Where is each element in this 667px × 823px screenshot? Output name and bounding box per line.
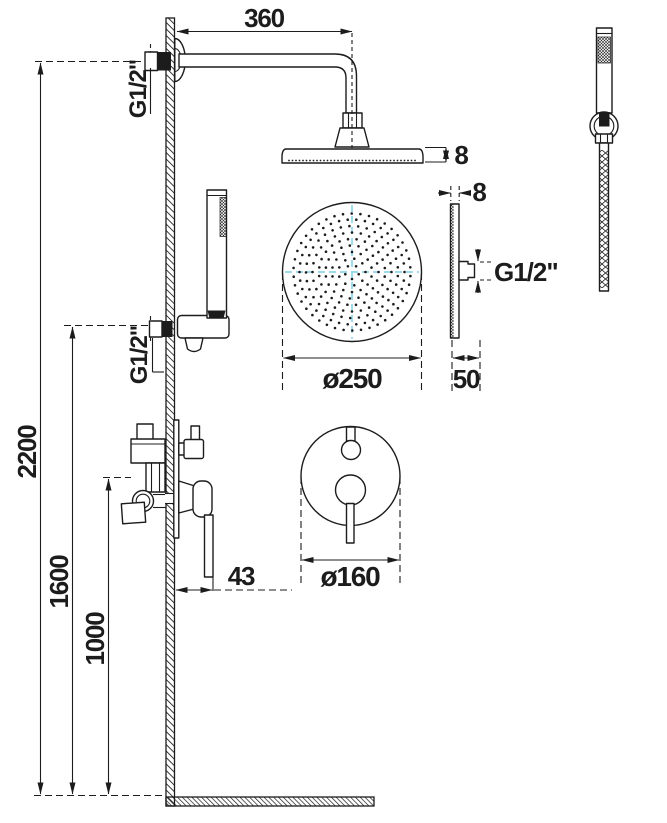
dim-label-1000: 1000 xyxy=(80,612,110,666)
nozzle-dots xyxy=(292,212,412,332)
trim-backplate-edge xyxy=(173,419,180,539)
g12-mid-text: G1/2" xyxy=(126,326,153,384)
lever-hub-face xyxy=(334,474,367,506)
dimension-43: 43 xyxy=(175,561,292,593)
g12-mid-label: G1/2" xyxy=(126,326,164,384)
dimension-d160: ø160 xyxy=(300,477,401,592)
g12-side-text: G1/2" xyxy=(494,257,558,287)
overhead-head-side xyxy=(281,148,424,164)
overhead-shower-arm-assembly: 360 8 G1/2" xyxy=(125,3,470,170)
dim-label-43: 43 xyxy=(228,561,255,591)
dim-label-d250: ø250 xyxy=(322,363,382,394)
g12-fitting-mid xyxy=(148,316,173,341)
dim-label-1600: 1600 xyxy=(44,555,74,609)
g12-fitting-top xyxy=(144,44,171,72)
dimension-1600: 1600 xyxy=(44,324,149,795)
mixer-valve-concealed: 43 xyxy=(120,419,292,593)
dimension-d250: ø250 xyxy=(281,273,423,394)
mixer-lever-knuckle xyxy=(192,480,213,518)
wall-section xyxy=(165,17,176,807)
dimension-2200: 2200 xyxy=(12,60,166,797)
dimension-8-disc: 8 xyxy=(425,140,470,170)
wand-bottom-cap xyxy=(207,310,226,319)
dim-label-50: 50 xyxy=(453,364,480,394)
dimension-50: 50 xyxy=(451,340,481,394)
dim-label-360: 360 xyxy=(244,3,285,33)
dimension-360: 360 xyxy=(176,3,353,35)
hose-nut xyxy=(594,133,614,144)
overhead-shower-face: ø250 xyxy=(281,201,423,394)
hose-nipple xyxy=(184,337,204,353)
diverter-knob-stub xyxy=(190,425,201,441)
dim-label-8-plate: 8 xyxy=(472,177,486,207)
dim-label-8-disc: 8 xyxy=(454,140,468,170)
shower-arm xyxy=(178,53,358,114)
mixer-lever-rod xyxy=(203,514,214,578)
dim-label-2200: 2200 xyxy=(12,425,42,479)
mixer-trim-face: ø160 xyxy=(300,425,401,592)
diverter-knob-face xyxy=(340,439,362,461)
dimension-1000: 1000 xyxy=(80,476,131,795)
handshower-wall-unit: G1/2" xyxy=(126,189,230,384)
dimension-8-plate: 8 xyxy=(438,177,488,207)
disc-dots xyxy=(288,159,416,162)
diverter-knob xyxy=(183,438,205,460)
handshower-free-view xyxy=(589,27,619,292)
floor-section xyxy=(165,796,375,807)
wand-hose-connector xyxy=(599,112,610,127)
diverter-knob-face-stub xyxy=(345,426,356,442)
overhead-shower-profile: 8 G1/2" 50 xyxy=(438,177,559,394)
profile-inlet-fitting xyxy=(458,260,476,281)
wall-outlet-elbow xyxy=(176,314,230,339)
g12-top-text: G1/2" xyxy=(125,60,152,118)
head-mount-cone xyxy=(334,127,370,148)
g12-top-label: G1/2" xyxy=(125,60,152,118)
g12-side-label: G1/2" xyxy=(475,249,559,293)
lever-rod-face xyxy=(345,502,355,544)
dim-label-d160: ø160 xyxy=(320,561,380,592)
